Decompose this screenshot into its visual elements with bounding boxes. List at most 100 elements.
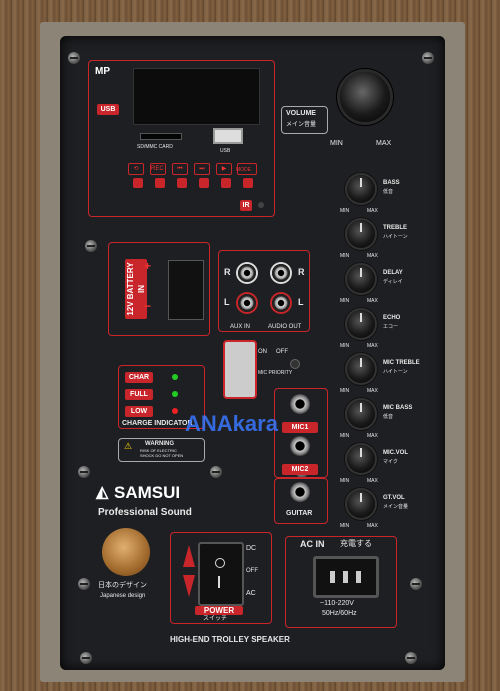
knob-label-jp: エコー xyxy=(383,324,399,330)
knob-max: MAX xyxy=(367,253,378,259)
knob-min: MIN xyxy=(340,298,350,304)
mic2-label: MIC2 xyxy=(282,464,318,475)
watermark: ANAkara xyxy=(185,411,278,436)
mp3-module xyxy=(88,60,275,217)
aux-in-r-jack[interactable] xyxy=(238,264,256,282)
knob-4[interactable] xyxy=(347,355,375,383)
audio-out-r-jack[interactable] xyxy=(272,264,290,282)
ir-label: IR xyxy=(240,200,252,211)
priority-label: MIC PRIORITY xyxy=(258,370,293,376)
rca-box xyxy=(218,250,310,332)
screw xyxy=(78,578,90,590)
knob-6[interactable] xyxy=(347,445,375,473)
knob-1[interactable] xyxy=(347,220,375,248)
knob-label: MIC TREBLE xyxy=(383,360,420,366)
aux-in-l-jack[interactable] xyxy=(238,294,256,312)
screw xyxy=(422,52,434,64)
knob-label: GT.VOL xyxy=(383,495,405,501)
knob-label: BASS xyxy=(383,180,400,186)
play-button[interactable]: ▶ xyxy=(216,163,232,175)
mic1-jack[interactable] xyxy=(290,394,310,414)
knob-min: MIN xyxy=(340,388,350,394)
mic2-jack[interactable] xyxy=(290,436,310,456)
prev-button[interactable]: ⏮ xyxy=(172,163,188,175)
knob-7[interactable] xyxy=(347,490,375,518)
next-button[interactable]: ⏭ xyxy=(194,163,210,175)
volume-label-box xyxy=(281,106,328,134)
acin-volt: ~110-220V xyxy=(320,600,354,607)
brand-logo-icon: ◭ xyxy=(96,484,109,501)
charge-low: LOW xyxy=(125,406,153,417)
volume-knob[interactable] xyxy=(340,72,390,122)
rec-label: REC xyxy=(151,166,164,172)
volume-label: VOLUME xyxy=(286,110,316,117)
rec-button[interactable] xyxy=(150,163,166,175)
power-switch[interactable] xyxy=(198,542,244,606)
knob-max: MAX xyxy=(367,523,378,529)
footer-label: HIGH-END TROLLEY SPEAKER xyxy=(170,635,290,644)
knob-label-jp: マイク xyxy=(383,459,398,465)
acin-box xyxy=(285,536,397,628)
knob-max: MAX xyxy=(367,343,378,349)
ac-socket[interactable] xyxy=(313,556,379,598)
power-label: POWER xyxy=(195,606,243,615)
warning-title: WARNING xyxy=(145,441,174,447)
button-dot xyxy=(155,178,165,188)
audio-out-l-jack[interactable] xyxy=(272,294,290,312)
battery-plus: + xyxy=(144,259,152,273)
sd-label: SD/MMC CARD xyxy=(137,144,173,150)
screw xyxy=(80,652,92,664)
guitar-jack[interactable] xyxy=(290,482,310,502)
usb-tag: USB xyxy=(97,104,119,115)
arrow-down-icon xyxy=(183,575,195,597)
screw xyxy=(85,240,97,252)
knob-label-jp: メイン音量 xyxy=(383,504,409,510)
low-led xyxy=(172,408,178,414)
screw xyxy=(405,652,417,664)
usb-port[interactable] xyxy=(213,128,243,144)
priority-switch[interactable] xyxy=(223,340,257,399)
button-dot xyxy=(243,178,253,188)
knob-max: MAX xyxy=(367,208,378,214)
screw xyxy=(78,466,90,478)
rca-r-left: R xyxy=(224,267,231,277)
charge-full: FULL xyxy=(125,389,153,400)
knob-label-jp: ハイトーン xyxy=(383,234,408,240)
knob-label: ECHO xyxy=(383,315,401,321)
button-dot xyxy=(133,178,143,188)
mp3-logo: MP xyxy=(95,66,110,77)
knob-label: TREBLE xyxy=(383,225,407,231)
volume-max: MAX xyxy=(376,140,392,147)
guitar-label: GUITAR xyxy=(286,510,313,517)
knob-min: MIN xyxy=(340,253,350,259)
button-dot xyxy=(177,178,187,188)
aux-in-label: AUX IN xyxy=(230,324,251,330)
sd-card-slot[interactable] xyxy=(140,133,182,140)
battery-terminal[interactable] xyxy=(168,260,204,320)
knob-min: MIN xyxy=(340,523,350,529)
guitar-box xyxy=(274,478,328,524)
knob-2[interactable] xyxy=(347,265,375,293)
knob-label: MIC.VOL xyxy=(383,450,408,456)
knob-3[interactable] xyxy=(347,310,375,338)
power-box xyxy=(170,532,272,624)
button-dot xyxy=(221,178,231,188)
brand-sub: Professional Sound xyxy=(98,507,192,518)
mode-button[interactable] xyxy=(237,163,257,175)
globe-icon xyxy=(102,528,150,576)
acin-jp: 充電する xyxy=(340,539,372,548)
power-dc: DC xyxy=(246,545,257,552)
charge-char: CHAR xyxy=(125,372,153,383)
rca-l-right: L xyxy=(298,297,304,307)
rca-r-right: R xyxy=(298,267,305,277)
repeat-button[interactable]: ⟲ xyxy=(128,163,144,175)
button-dot xyxy=(199,178,209,188)
mic-box xyxy=(274,388,328,478)
acin-hz: 50Hz/60Hz xyxy=(322,610,357,617)
screw xyxy=(210,466,222,478)
knob-5[interactable] xyxy=(347,400,375,428)
knob-max: MAX xyxy=(367,478,378,484)
knob-0[interactable] xyxy=(347,175,375,203)
arrow-up-icon xyxy=(183,545,195,567)
brand-jp-en: Japanese design xyxy=(100,593,146,599)
